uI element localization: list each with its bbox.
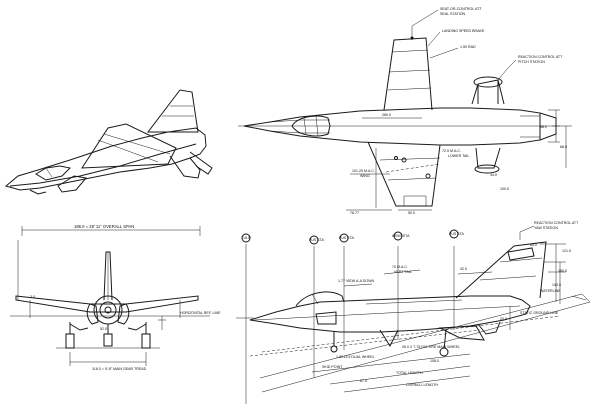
label-front-dim-b: 3.0 <box>30 295 35 299</box>
label-top-dim-e: 34.0 <box>490 173 497 177</box>
label-canard-note-b: PITCH STATION <box>518 60 545 64</box>
label-canard-note: REACTION CONTROL ATT <box>518 55 563 59</box>
label-side-sta-2: FUS STA <box>309 238 325 242</box>
label-side-mac-b: VERT TAIL <box>394 270 412 274</box>
label-side-sta-5: FUS STA <box>449 232 465 236</box>
label-side-dim-c: 143.0 <box>552 283 561 287</box>
label-side-length-2: OVERALL LENGTH <box>406 383 438 387</box>
label-side-main-gear: 26.0 X 7.75 DIA TIRE MAIN WHEEL <box>402 345 460 349</box>
label-side-dim-d: 42.0 <box>460 267 467 271</box>
label-side-view: 1.77 VIEW A-A DOWN <box>338 279 375 283</box>
label-side-waterline: WATERLINE <box>540 289 561 293</box>
label-front-tread: 116.0 = 9'-8" MAIN GEAR TREAD <box>92 367 147 371</box>
label-tail-note-2: LANDING SPEED BRAKE <box>442 29 485 33</box>
label-side-nose-gear: 1.8X13.5 DUAL WHEEL <box>336 355 375 359</box>
label-top-mac: 72.5 M.A.C. <box>442 149 461 153</box>
label-tail-note-3: 1.50 RAD <box>460 45 476 49</box>
label-top-mac-d: WING <box>360 174 370 178</box>
label-side-mac: 70 M.A.C. <box>392 265 408 269</box>
label-top-mac-b: LOWER TAIL <box>448 154 469 158</box>
label-side-dim-g: 20.0 <box>500 317 507 321</box>
label-top-dim-a: 76.77 <box>350 211 359 215</box>
label-side-ground: STATIC GROUND LINE <box>520 311 559 315</box>
label-top-dim-b: 50.0 <box>408 211 415 215</box>
label-side-sta-4: WING STA <box>392 234 410 238</box>
label-side-dim-h: 65.0 <box>530 243 537 247</box>
label-side-dim-b: 121.0 <box>562 249 571 253</box>
label-top-mac-c: 101.25 M.A.C. <box>352 169 375 173</box>
label-side-reaction-b: YAW STATION <box>534 226 558 230</box>
side-view <box>236 225 591 404</box>
top-view <box>238 9 572 211</box>
label-side-reaction: REACTION CONTROL ATT <box>534 221 579 225</box>
annotation-labels: SEAT-OR-CONTROL ATT SEAL STATION LANDING… <box>30 7 579 387</box>
label-front-dim-a: 52.0 <box>100 327 107 331</box>
label-front-span: 186.0 = 28' 11" OVERALL SPAN <box>74 224 134 229</box>
label-tail-note-1b: SEAL STATION <box>440 12 465 16</box>
label-side-dim-f: 87.0 <box>360 379 367 383</box>
label-top-dim-c: 88.0 <box>540 125 547 129</box>
perspective-view <box>4 89 213 195</box>
label-top-dim-d: 68.0 <box>560 145 567 149</box>
label-side-sta-1: 15.5 <box>243 236 250 240</box>
label-side-sta-3: FUS STA <box>339 236 355 240</box>
label-side-length-1: TOTAL LENGTH <box>396 371 423 375</box>
label-side-dim-e: 108.0 <box>430 359 439 363</box>
label-side-dim-a: 180.0 <box>558 269 567 273</box>
label-top-dim-f: 100.0 <box>500 187 509 191</box>
front-view <box>10 226 210 366</box>
label-horizontal-ref: HORIZONTAL REF. LINE <box>180 311 221 315</box>
label-top-span: 280.0 <box>382 113 391 117</box>
label-tail-note-1: SEAT-OR-CONTROL ATT <box>440 7 482 11</box>
label-side-skid: SKID POINT <box>322 365 343 369</box>
